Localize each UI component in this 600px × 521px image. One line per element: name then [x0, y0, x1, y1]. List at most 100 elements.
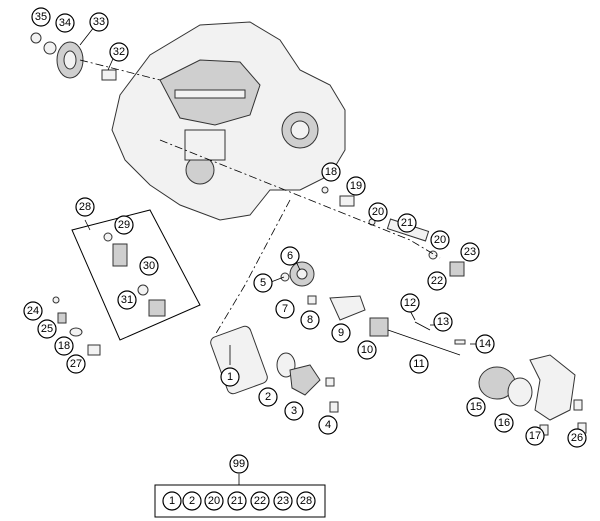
svg-text:2: 2	[265, 391, 271, 403]
svg-text:28: 28	[300, 495, 312, 507]
svg-text:8: 8	[307, 314, 313, 326]
svg-text:29: 29	[118, 219, 130, 231]
svg-text:99: 99	[233, 458, 245, 470]
callout-10: 10	[357, 340, 377, 360]
callout-21: 21	[397, 213, 417, 233]
svg-text:12: 12	[404, 297, 416, 309]
pump-housing-right	[478, 354, 587, 436]
callout-25: 25	[37, 319, 57, 339]
kit-item-20: 20	[204, 491, 224, 511]
callout-20: 20	[368, 202, 388, 222]
dashed-leader-line	[79, 59, 161, 81]
callout-22: 22	[427, 271, 447, 291]
callout-30: 30	[139, 256, 159, 276]
svg-text:20: 20	[372, 206, 384, 218]
kit-item-1: 1	[162, 491, 182, 511]
callout-14: 14	[475, 334, 495, 354]
kit-item-2: 2	[182, 491, 202, 511]
svg-text:3: 3	[291, 405, 297, 417]
callout-27: 27	[66, 354, 86, 374]
dashed-leader-line	[159, 139, 441, 259]
kit-28-parts	[103, 232, 166, 317]
svg-text:27: 27	[70, 358, 82, 370]
svg-text:14: 14	[479, 338, 491, 350]
callout-11: 11	[409, 354, 429, 374]
svg-text:19: 19	[350, 180, 362, 192]
callout-2: 2	[258, 387, 278, 407]
callout-34: 34	[55, 13, 75, 33]
svg-text:24: 24	[27, 305, 39, 317]
svg-text:4: 4	[325, 419, 331, 431]
svg-text:21: 21	[231, 495, 243, 507]
callout-26: 26	[567, 428, 587, 448]
callout-29: 29	[114, 215, 134, 235]
callout-28: 28	[75, 197, 95, 217]
kit-item-23: 23	[273, 491, 293, 511]
svg-text:28: 28	[79, 201, 91, 213]
svg-text:2: 2	[189, 495, 195, 507]
left-small-parts	[52, 296, 101, 356]
callout-12: 12	[400, 293, 420, 313]
svg-text:35: 35	[35, 11, 47, 23]
kit-99-box	[154, 474, 326, 518]
svg-text:17: 17	[529, 430, 541, 442]
svg-text:34: 34	[59, 17, 71, 29]
callout-7: 7	[275, 299, 295, 319]
kit-item-28: 28	[296, 491, 316, 511]
svg-text:30: 30	[143, 260, 155, 272]
kit-item-22: 22	[250, 491, 270, 511]
svg-text:32: 32	[113, 46, 125, 58]
svg-text:5: 5	[260, 277, 266, 289]
callout-19: 19	[346, 176, 366, 196]
callout-17: 17	[525, 426, 545, 446]
svg-text:6: 6	[287, 250, 293, 262]
svg-text:9: 9	[338, 327, 344, 339]
callout-18: 18	[54, 336, 74, 356]
svg-text:22: 22	[254, 495, 266, 507]
svg-text:10: 10	[361, 344, 373, 356]
svg-text:20: 20	[434, 234, 446, 246]
callout-5: 5	[253, 273, 273, 293]
svg-text:11: 11	[413, 358, 424, 370]
callout-1: 1	[220, 367, 240, 387]
svg-text:31: 31	[121, 294, 133, 306]
callout-31: 31	[117, 290, 137, 310]
svg-text:18: 18	[58, 340, 70, 352]
svg-text:7: 7	[282, 303, 288, 315]
callout-99: 99	[229, 454, 249, 474]
svg-text:25: 25	[41, 323, 53, 335]
svg-text:21: 21	[401, 217, 413, 229]
svg-text:26: 26	[571, 432, 583, 444]
oil-pump-parts	[280, 261, 466, 356]
callout-8: 8	[300, 310, 320, 330]
callout-18: 18	[321, 162, 341, 182]
svg-text:18: 18	[325, 166, 337, 178]
svg-text:22: 22	[431, 275, 443, 287]
callout-3: 3	[284, 401, 304, 421]
callout-35: 35	[31, 7, 51, 27]
callout-16: 16	[494, 413, 514, 433]
svg-text:23: 23	[464, 246, 476, 258]
svg-text:33: 33	[93, 16, 105, 28]
callout-6: 6	[280, 246, 300, 266]
svg-text:23: 23	[277, 495, 289, 507]
gear-assembly-top	[30, 32, 117, 81]
callout-33: 33	[89, 12, 109, 32]
callout-32: 32	[109, 42, 129, 62]
svg-text:1: 1	[169, 495, 175, 507]
dashed-leader-line	[214, 199, 291, 336]
callout-24: 24	[23, 301, 43, 321]
callout-4: 4	[318, 415, 338, 435]
svg-text:1: 1	[227, 371, 233, 383]
svg-text:13: 13	[437, 316, 449, 328]
callout-9: 9	[331, 323, 351, 343]
kit-item-21: 21	[227, 491, 247, 511]
callout-15: 15	[466, 397, 486, 417]
svg-text:20: 20	[208, 495, 220, 507]
callout-20: 20	[430, 230, 450, 250]
callout-13: 13	[433, 312, 453, 332]
callout-23: 23	[460, 242, 480, 262]
kit-28-frame	[71, 209, 201, 341]
engine-crankcase	[111, 21, 346, 221]
